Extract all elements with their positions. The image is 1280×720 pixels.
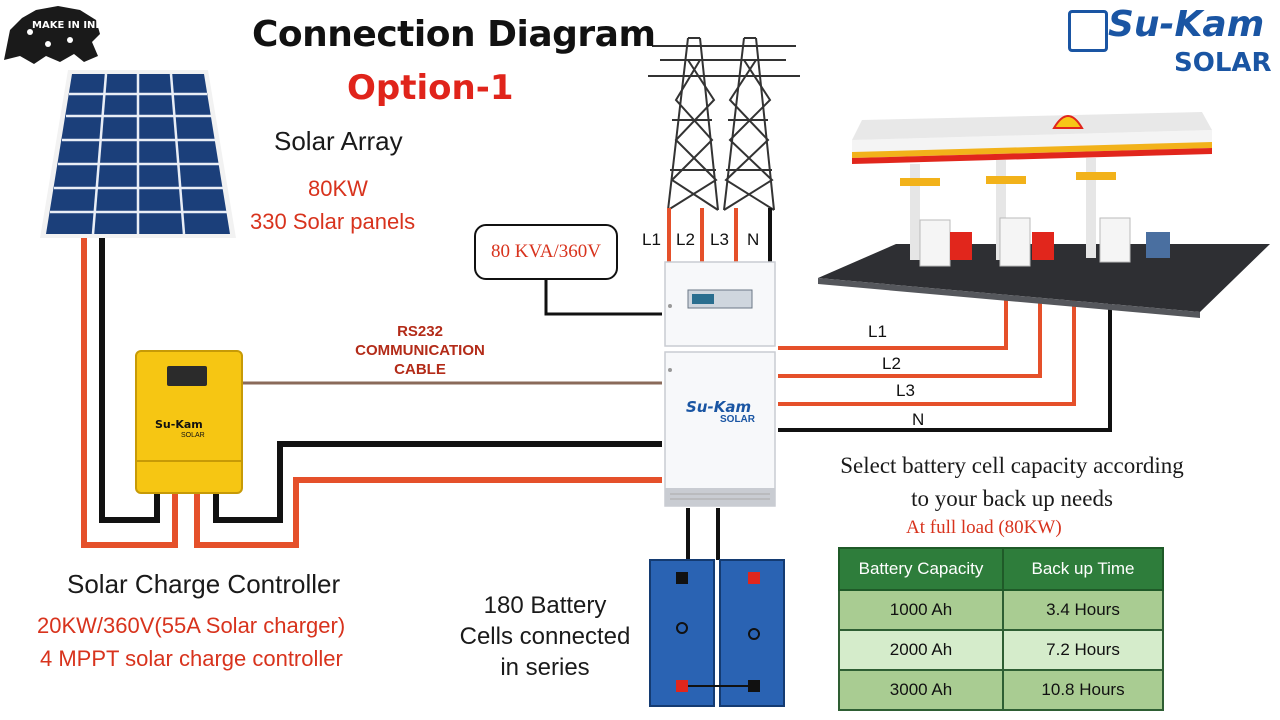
backup-table: Battery Capacity Back up Time 1000 Ah 3.… (838, 547, 1164, 711)
output-phase-l2: L2 (882, 354, 901, 373)
capacity-note-line2: to your back up needs (911, 486, 1113, 511)
battery-label-line1: 180 Battery (483, 592, 607, 619)
inverter-rating: 80 KVA/360V (491, 241, 601, 262)
kva-connector-line (544, 276, 662, 316)
table-row: 3000 Ah 10.8 Hours (838, 669, 1164, 711)
output-phase-l1: L1 (868, 322, 887, 341)
battery-bank (649, 559, 785, 707)
table-cell: 3.4 Hours (1002, 589, 1164, 631)
solar-wires (81, 238, 178, 548)
grid-phase-n: N (747, 230, 760, 249)
comm-cable-label: RS232 COMMUNICATION CABLE (340, 322, 500, 379)
table-cell: 7.2 Hours (1002, 629, 1164, 671)
grid-phase-l1: L1 (642, 230, 661, 249)
su-kam-emblem-icon (1068, 10, 1108, 52)
make-in-india-text: MAKE IN INDIA (32, 20, 116, 31)
petrol-station (818, 112, 1270, 318)
table-row: 2000 Ah 7.2 Hours (838, 629, 1164, 671)
grid-phase-l3: L3 (710, 230, 729, 249)
capacity-note: Select battery cell capacity according t… (790, 449, 1234, 515)
battery-label: 180 Battery Cells connected in series (440, 590, 650, 683)
table-row: 1000 Ah 3.4 Hours (838, 589, 1164, 631)
controller-display-icon (167, 366, 207, 386)
solar-array-power: 80KW (308, 176, 368, 201)
comm-cable-line1: RS232 (397, 323, 443, 340)
output-phase-n: N (912, 410, 925, 429)
full-load-note: At full load (80KW) (906, 517, 1062, 538)
inverter-rating-box: 80 KVA/360V (474, 224, 618, 280)
charge-controller-spec1: 20KW/360V(55A Solar charger) (37, 613, 346, 638)
comm-cable-line2: COMMUNICATION (355, 342, 485, 359)
solar-panel (40, 70, 236, 238)
table-cell: 3000 Ah (838, 669, 1004, 711)
controller-brand: Su-Kam (155, 418, 203, 431)
capacity-note-line1: Select battery cell capacity according (840, 453, 1184, 478)
output-wires (778, 300, 1112, 432)
transmission-tower (648, 37, 800, 211)
brand-name: Su-Kam (1108, 4, 1265, 45)
table-header-capacity: Battery Capacity (838, 547, 1004, 591)
table-cell: 10.8 Hours (1002, 669, 1164, 711)
charge-controller-spec2: 4 MPPT solar charge controller (40, 646, 343, 671)
solar-array-label: Solar Array (274, 126, 403, 156)
diagram-title: Connection Diagram (252, 14, 656, 55)
solar-array-panels: 330 Solar panels (250, 209, 416, 234)
inverter-brand-sub: SOLAR (720, 414, 755, 425)
make-in-india-logo (4, 6, 100, 64)
grid-wires (667, 208, 772, 262)
battery-wires (686, 508, 720, 560)
output-phase-l3: L3 (896, 381, 915, 400)
battery-label-line3: in series (500, 654, 590, 681)
charge-controller-device: Su-Kam SOLAR (135, 350, 243, 494)
grid-phase-l2: L2 (676, 230, 695, 249)
table-header-backup: Back up Time (1002, 547, 1164, 591)
inverter-brand: Su-Kam (686, 398, 752, 416)
controller-output-wires (194, 441, 662, 548)
charge-controller-label: Solar Charge Controller (67, 569, 341, 599)
comm-cable-line3: CABLE (394, 361, 446, 378)
table-cell: 2000 Ah (838, 629, 1004, 671)
controller-brand-sub: SOLAR (181, 432, 205, 439)
brand-sub: SOLAR (1174, 48, 1272, 78)
table-cell: 1000 Ah (838, 589, 1004, 631)
inverter-top-unit (664, 261, 776, 347)
battery-label-line2: Cells connected (459, 623, 631, 650)
diagram-subtitle: Option-1 (347, 68, 514, 108)
su-kam-logo: Su-Kam SOLAR (1068, 4, 1274, 80)
inverter-bottom-unit (664, 351, 776, 507)
